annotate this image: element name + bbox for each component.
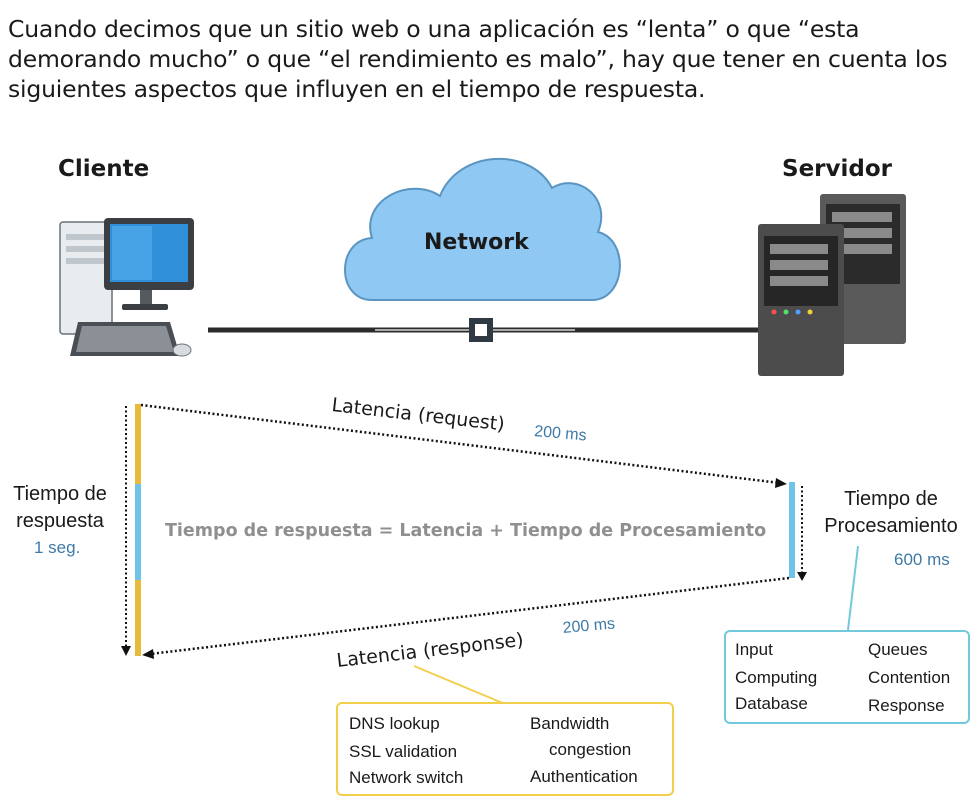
- processing-time-label: Tiempo de Procesamiento: [824, 488, 958, 537]
- factor-ssl-validation: SSL validation: [349, 742, 458, 761]
- response-time-label: Tiempo de respuesta: [13, 483, 107, 532]
- factor-dns-lookup: DNS lookup: [349, 714, 440, 733]
- intro-text: Cuando decimos que un sitio web o una ap…: [8, 15, 948, 103]
- factor-database: Database: [735, 694, 808, 713]
- factor-input: Input: [735, 640, 773, 659]
- request-arrow: [140, 403, 781, 485]
- processing-factors-box: Input Computing Database Queues Contenti…: [724, 630, 970, 724]
- factor-contention: Contention: [868, 668, 951, 687]
- latency-connector: [413, 665, 506, 705]
- latency-factors-box: DNS lookup SSL validation Network switch…: [336, 702, 674, 796]
- factor-bandwidth: Bandwidth: [530, 714, 610, 733]
- factor-queues: Queues: [868, 640, 928, 659]
- formula-text: Tiempo de respuesta = Latencia + Tiempo …: [165, 521, 767, 541]
- client-computer-icon: [59, 218, 194, 357]
- server-icon: [758, 194, 906, 376]
- processing-connector: [847, 545, 859, 631]
- factor-congestion: congestion: [549, 740, 632, 759]
- client-label: Cliente: [58, 156, 150, 182]
- response-time-value: 1 seg.: [34, 538, 81, 557]
- network-cloud-icon: [344, 157, 621, 301]
- client-latency-bar-bottom: [135, 580, 141, 656]
- network-label: Network: [424, 230, 529, 255]
- server-label: Servidor: [782, 156, 892, 182]
- factor-computing: Computing: [735, 668, 818, 687]
- client-latency-bar-top: [135, 404, 141, 484]
- factor-network-switch: Network switch: [349, 768, 464, 787]
- factor-response: Response: [868, 696, 945, 715]
- factor-authentication: Authentication: [530, 767, 638, 786]
- client-processing-bar: [135, 484, 141, 580]
- server-processing-bar: [789, 482, 795, 578]
- processing-time-value: 600 ms: [894, 550, 950, 569]
- response-arrow: [149, 576, 790, 656]
